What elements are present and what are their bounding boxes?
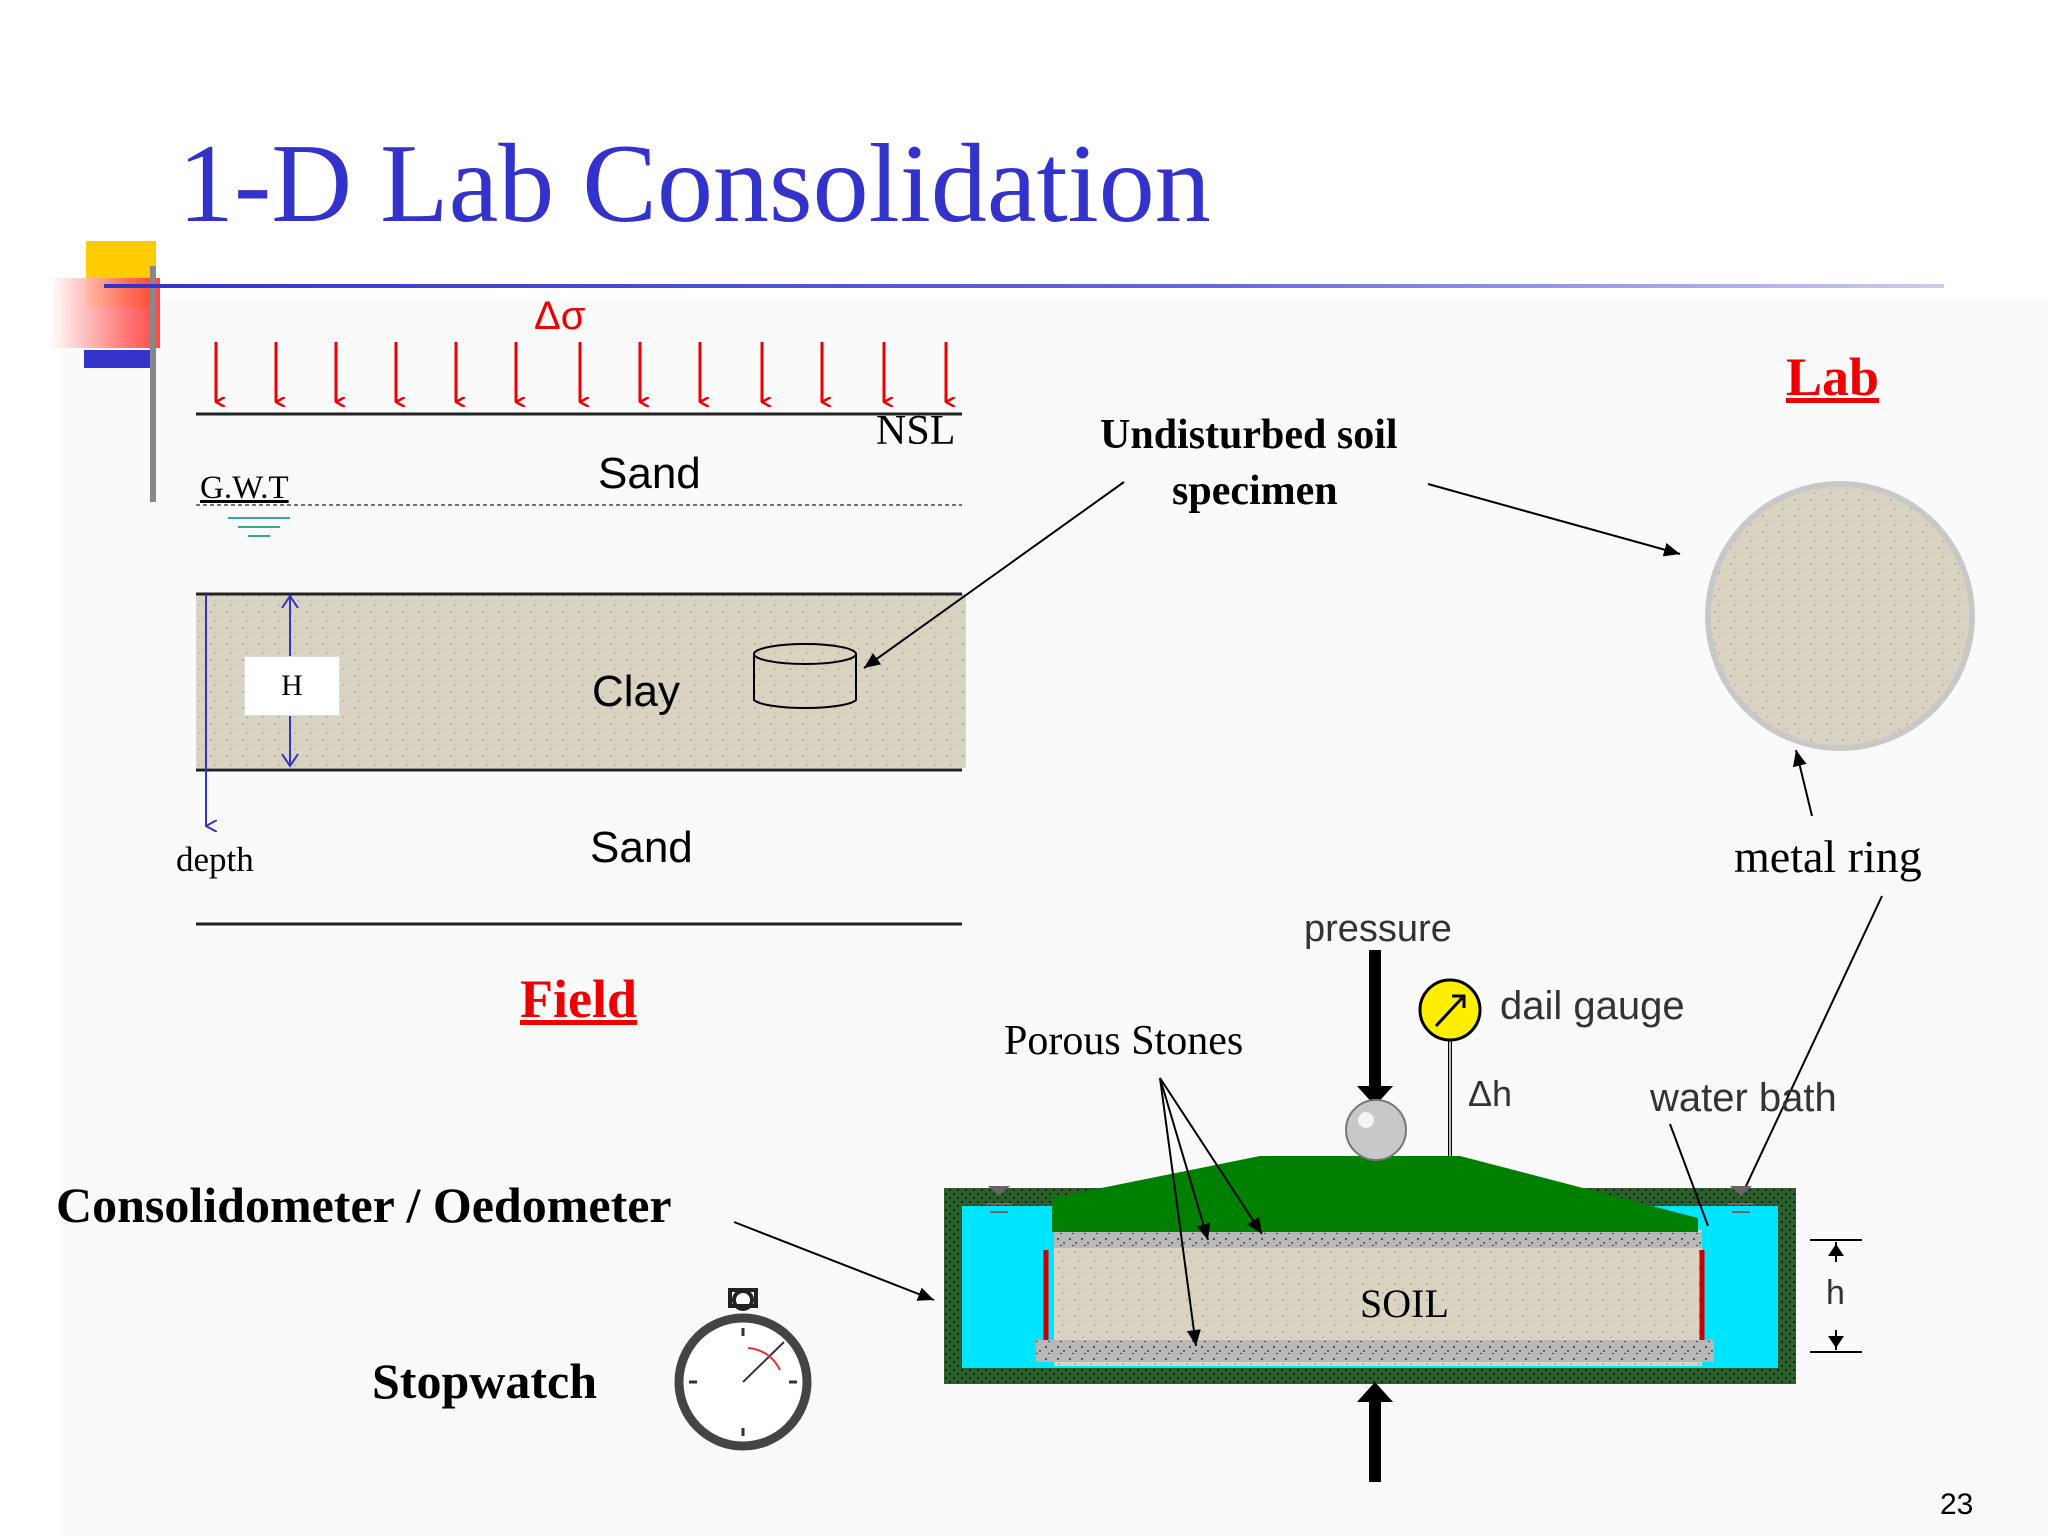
h-label-box: H (244, 656, 340, 716)
load-arrows (214, 342, 946, 402)
lab-specimen (1705, 481, 1975, 751)
h-label: H (281, 669, 303, 702)
loading-ball-highlight (1358, 1112, 1374, 1128)
gwt-label: G.W.T (200, 470, 289, 506)
consolidometer-label: Consolidometer / Oedometer (56, 1177, 672, 1233)
sand-bottom-label: Sand (590, 823, 693, 872)
h-lab-label: h (1826, 1274, 1845, 1312)
sand-top-label: Sand (598, 449, 701, 498)
title-accent-vline (150, 266, 156, 502)
metal-ring-label: metal ring (1734, 831, 1922, 882)
water-bath-label: water bath (1650, 1076, 1837, 1120)
water-bath-pointer (1669, 1123, 1709, 1227)
delta-h-label: Δh (1468, 1073, 1513, 1114)
water-table-symbol (228, 517, 290, 537)
page-number: 23 (1940, 1488, 1974, 1521)
delta-sigma-label: Δσ (534, 294, 586, 338)
water-level-marker-left (986, 1186, 1012, 1213)
pressure-arrow-top (1357, 950, 1393, 1106)
porous-stone-pointers (1159, 1077, 1263, 1347)
soil-sample-cylinder (753, 643, 857, 710)
pointer-to-lab-specimen (1427, 483, 1681, 557)
dial-gauge-icon (1418, 978, 1482, 1156)
loading-ball (1345, 1099, 1407, 1161)
reaction-arrow-bottom (1357, 1382, 1393, 1482)
nsl-label: NSL (876, 408, 956, 454)
title-underline (104, 284, 1944, 288)
porous-stones-label: Porous Stones (1004, 1018, 1244, 1064)
title-accent-red (50, 278, 160, 348)
clay-label: Clay (592, 667, 681, 716)
depth-label: depth (176, 840, 254, 879)
soil-label: SOIL (1360, 1281, 1449, 1326)
h-dimension-lab (1810, 1239, 1862, 1353)
lab-caption: Lab (1786, 347, 1880, 407)
oedometer-cell (944, 1156, 1796, 1384)
title-accent-blue (84, 350, 156, 368)
dial-gauge-label: dail gauge (1500, 984, 1685, 1028)
pointer-to-metal-ring (1792, 749, 1813, 817)
stopwatch-icon (674, 1288, 812, 1451)
pointer-to-sample (863, 481, 1125, 669)
stopwatch-label: Stopwatch (372, 1353, 598, 1409)
pointer-to-oedometer (733, 1221, 935, 1301)
specimen-label-line1: Undisturbed soil (1100, 412, 1398, 458)
pressure-label: pressure (1304, 908, 1452, 950)
specimen-label-line2: specimen (1172, 468, 1338, 514)
water-level-marker-right (1728, 1186, 1754, 1213)
field-caption: Field (520, 969, 637, 1029)
slide-title: 1-D Lab Consolidation (178, 122, 1211, 246)
